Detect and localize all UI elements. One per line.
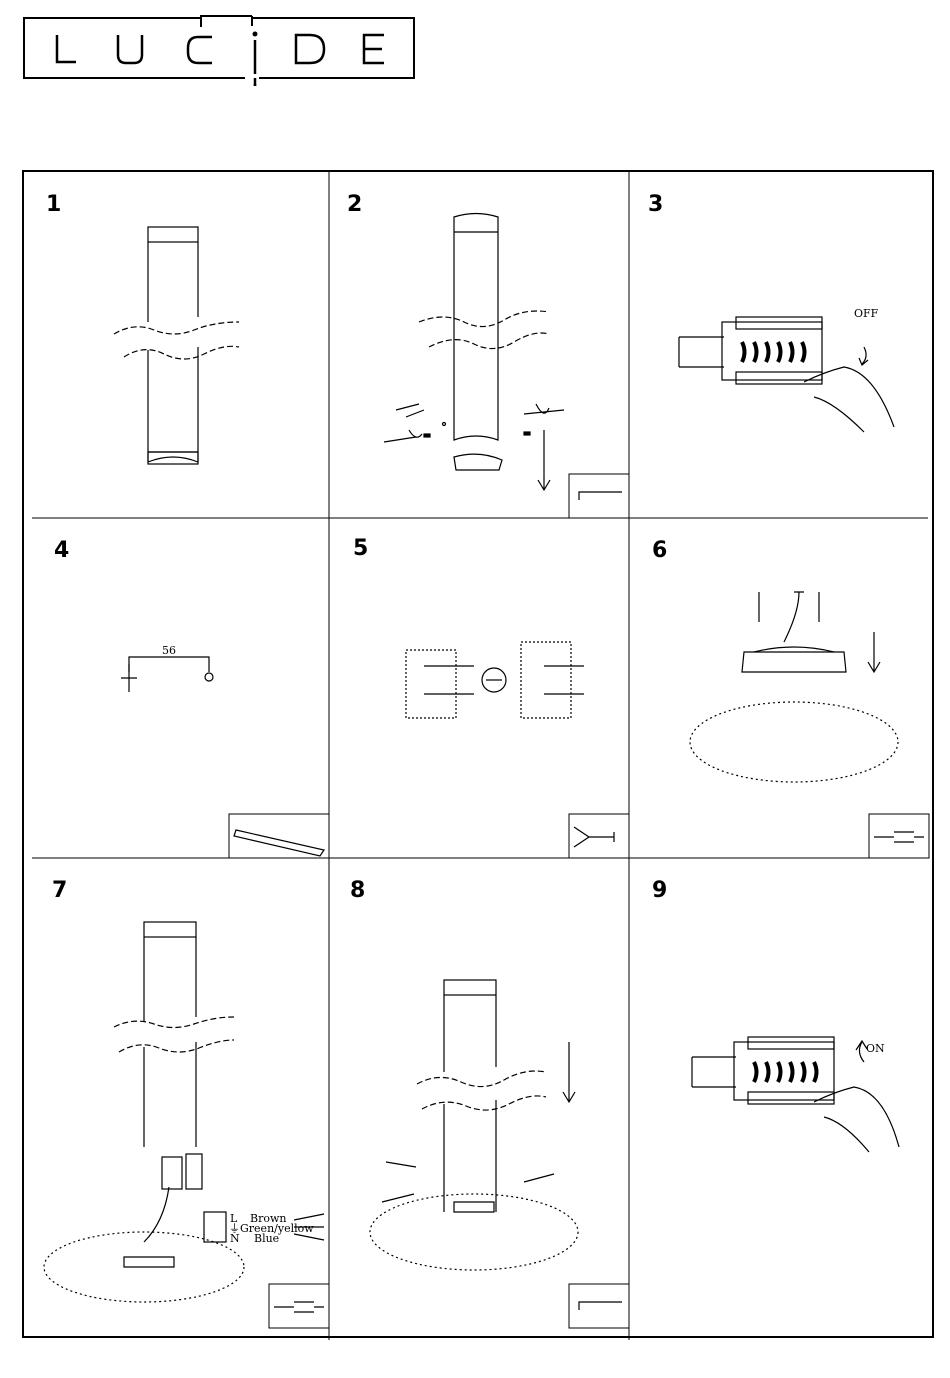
on-label: ON [866, 1042, 885, 1055]
drill-icon [574, 827, 614, 847]
switch-off-illustration [679, 317, 894, 432]
illustrations: OFF 56 [24, 172, 936, 1340]
logo-text: L [0, 0, 1, 1]
wiring-illustration [44, 922, 329, 1328]
wire-blue: Blue [254, 1232, 279, 1245]
instruction-sheet: 1 2 3 4 5 6 7 8 9 [22, 170, 934, 1338]
off-label: OFF [854, 307, 879, 320]
screwdriver-icon [874, 832, 924, 842]
dimension-label: 56 [162, 644, 176, 657]
mounting-illustration [370, 980, 629, 1328]
pencil-icon [234, 830, 324, 856]
allen-key-icon [579, 492, 622, 500]
wire-labels: L ⏚ N Brown Green/yellow Blue [229, 1212, 314, 1245]
screwdriver-icon-2 [274, 1302, 324, 1312]
lucide-logo: L [0, 0, 430, 90]
drilling-illustration [406, 642, 629, 858]
bollard-removal-illustration [384, 214, 629, 519]
base-fixing-illustration [690, 592, 929, 858]
drill-marking-illustration [121, 657, 329, 858]
allen-key-icon-2 [579, 1302, 622, 1310]
wire-n: N [230, 1232, 240, 1245]
bollard-illustration-1 [114, 227, 239, 464]
